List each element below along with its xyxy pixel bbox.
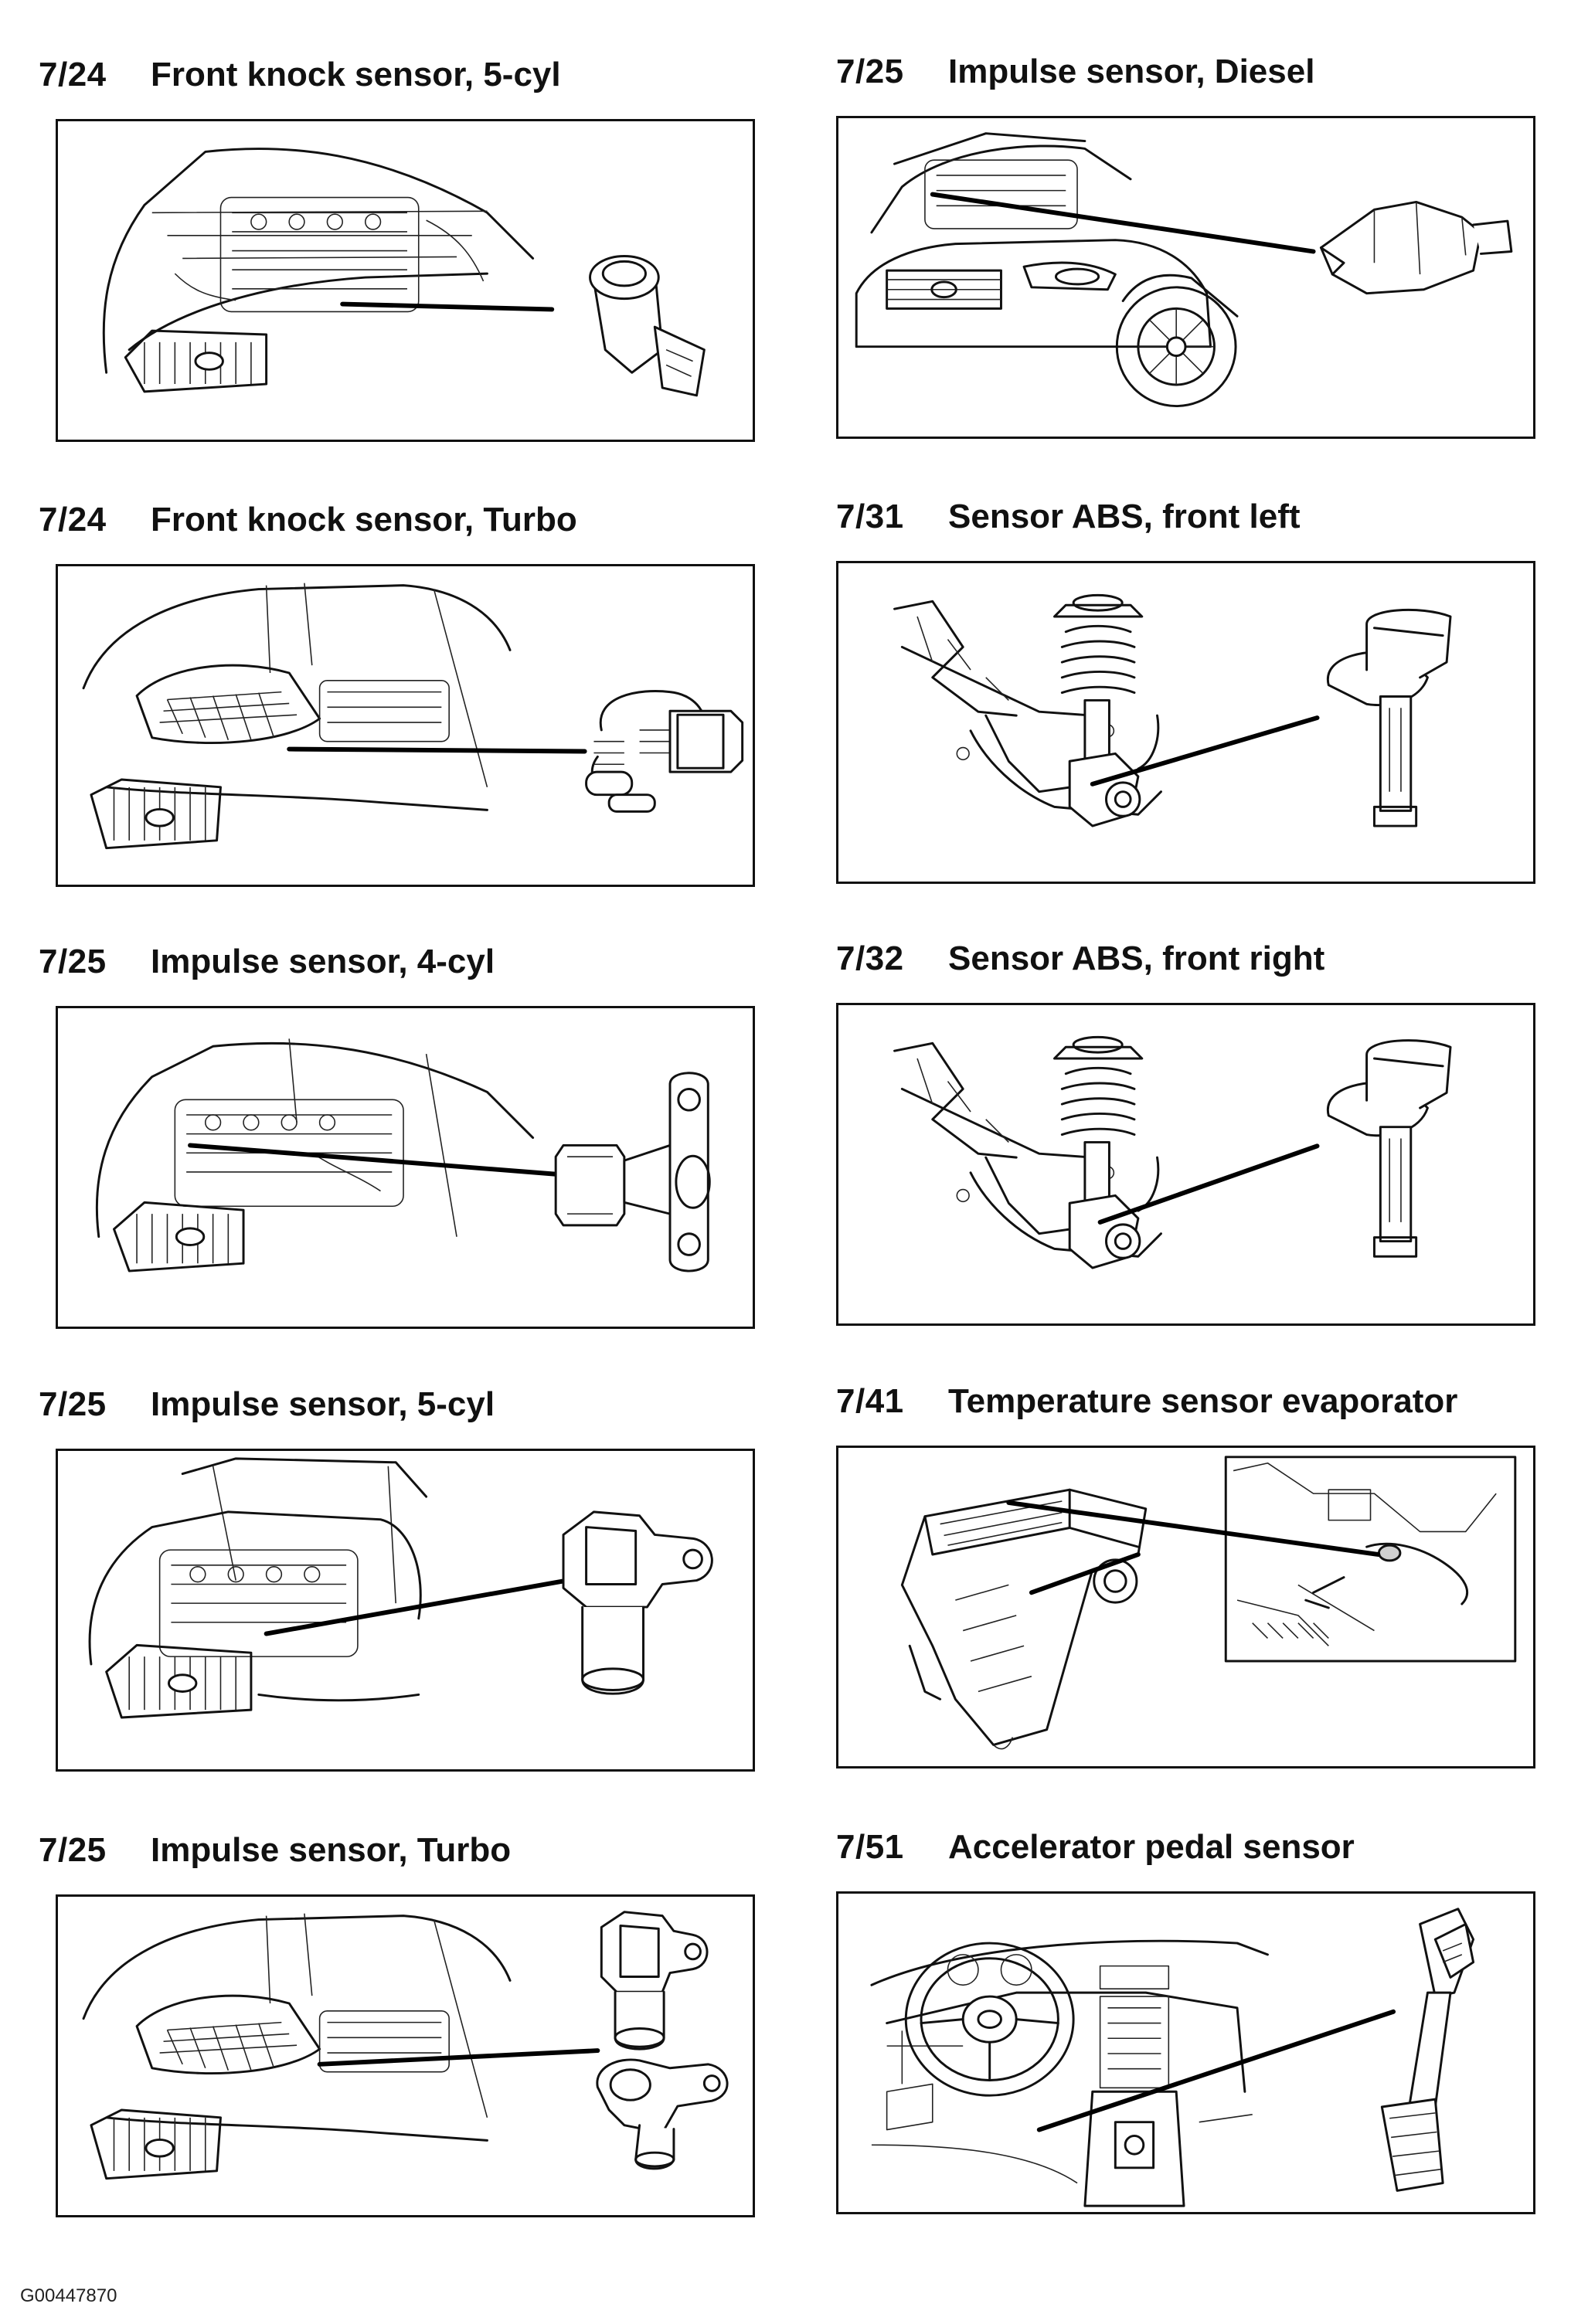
panel-header: 7/24 Front knock sensor, Turbo (39, 501, 738, 570)
panel-header: 7/25 Impulse sensor, 5-cyl (39, 1385, 738, 1455)
engine-bay-impulse-sensor-illustration (88, 1457, 713, 1719)
panel-front-knock-sensor-turbo: 7/24 Front knock sensor, Turbo (39, 501, 738, 570)
panel-header: 7/32 Sensor ABS, front right (836, 939, 1535, 1009)
illustration-frame (836, 1891, 1535, 2214)
illustration-frame (56, 564, 755, 887)
panel-impulse-sensor-4cyl: 7/25 Impulse sensor, 4-cyl (39, 943, 738, 1012)
section-code: 7/31 (836, 498, 904, 535)
figure-id: G00447870 (20, 2285, 117, 2306)
section-title: Impulse sensor, Turbo (151, 1831, 512, 1869)
illustration-frame (56, 1006, 755, 1329)
panel-header: 7/31 Sensor ABS, front left (836, 498, 1535, 567)
section-title: Impulse sensor, 5-cyl (151, 1385, 495, 1423)
section-code: 7/24 (39, 501, 107, 539)
panel-header: 7/25 Impulse sensor, Diesel (836, 53, 1535, 122)
section-code: 7/24 (39, 56, 107, 93)
section-title: Temperature sensor evaporator (948, 1382, 1458, 1420)
panel-temperature-sensor-evaporator: 7/41 Temperature sensor evaporator (836, 1382, 1535, 1452)
panel-sensor-abs-front-left: 7/31 Sensor ABS, front left (836, 498, 1535, 567)
illustration-frame (836, 1003, 1535, 1326)
engine-bay-knock-sensor-pair-illustration (82, 583, 744, 850)
engine-bay-impulse-sensor-pair-illustration (82, 1911, 729, 2180)
panel-impulse-sensor-diesel: 7/25 Impulse sensor, Diesel (836, 53, 1535, 122)
section-code: 7/25 (39, 943, 107, 980)
panel-header: 7/25 Impulse sensor, 4-cyl (39, 943, 738, 1012)
section-code: 7/25 (39, 1385, 107, 1423)
section-title: Front knock sensor, 5-cyl (151, 56, 561, 93)
illustration-frame (56, 1894, 755, 2217)
section-title: Sensor ABS, front left (948, 498, 1301, 535)
illustration-frame (56, 1449, 755, 1772)
suspension-abs-sensor-illustration (893, 593, 1452, 827)
section-code: 7/41 (836, 1382, 904, 1420)
illustration-frame (836, 1446, 1535, 1768)
panel-header: 7/25 Impulse sensor, Turbo (39, 1831, 738, 1901)
dashboard-accelerator-pedal-illustration (870, 1908, 1475, 2207)
panel-header: 7/24 Front knock sensor, 5-cyl (39, 56, 738, 125)
section-title: Front knock sensor, Turbo (151, 501, 577, 539)
engine-bay-knock-sensor-illustration (102, 148, 706, 397)
panel-header: 7/51 Accelerator pedal sensor (836, 1828, 1535, 1898)
hvac-evaporator-sensor-illustration (900, 1456, 1517, 1750)
panel-impulse-sensor-turbo: 7/25 Impulse sensor, Turbo (39, 1831, 738, 1901)
section-code: 7/25 (39, 1831, 107, 1869)
section-title: Impulse sensor, Diesel (948, 53, 1315, 90)
section-code: 7/51 (836, 1828, 904, 1866)
illustration-frame (836, 561, 1535, 884)
section-code: 7/25 (836, 53, 904, 90)
suspension-abs-sensor-illustration (893, 1035, 1452, 1269)
section-code: 7/32 (836, 939, 904, 977)
illustration-frame (836, 116, 1535, 439)
section-title: Sensor ABS, front right (948, 939, 1325, 977)
section-title: Impulse sensor, 4-cyl (151, 943, 495, 980)
panel-impulse-sensor-5cyl: 7/25 Impulse sensor, 5-cyl (39, 1385, 738, 1455)
car-front-impulse-sensor-illustration (855, 132, 1513, 408)
engine-bay-impulse-sensor-illustration (95, 1038, 711, 1272)
panel-accelerator-pedal-sensor: 7/51 Accelerator pedal sensor (836, 1828, 1535, 1898)
panel-sensor-abs-front-right: 7/32 Sensor ABS, front right (836, 939, 1535, 1009)
panel-header: 7/41 Temperature sensor evaporator (836, 1382, 1535, 1452)
panel-front-knock-sensor-5cyl: 7/24 Front knock sensor, 5-cyl (39, 56, 738, 125)
section-title: Accelerator pedal sensor (948, 1828, 1355, 1866)
illustration-frame (56, 119, 755, 442)
